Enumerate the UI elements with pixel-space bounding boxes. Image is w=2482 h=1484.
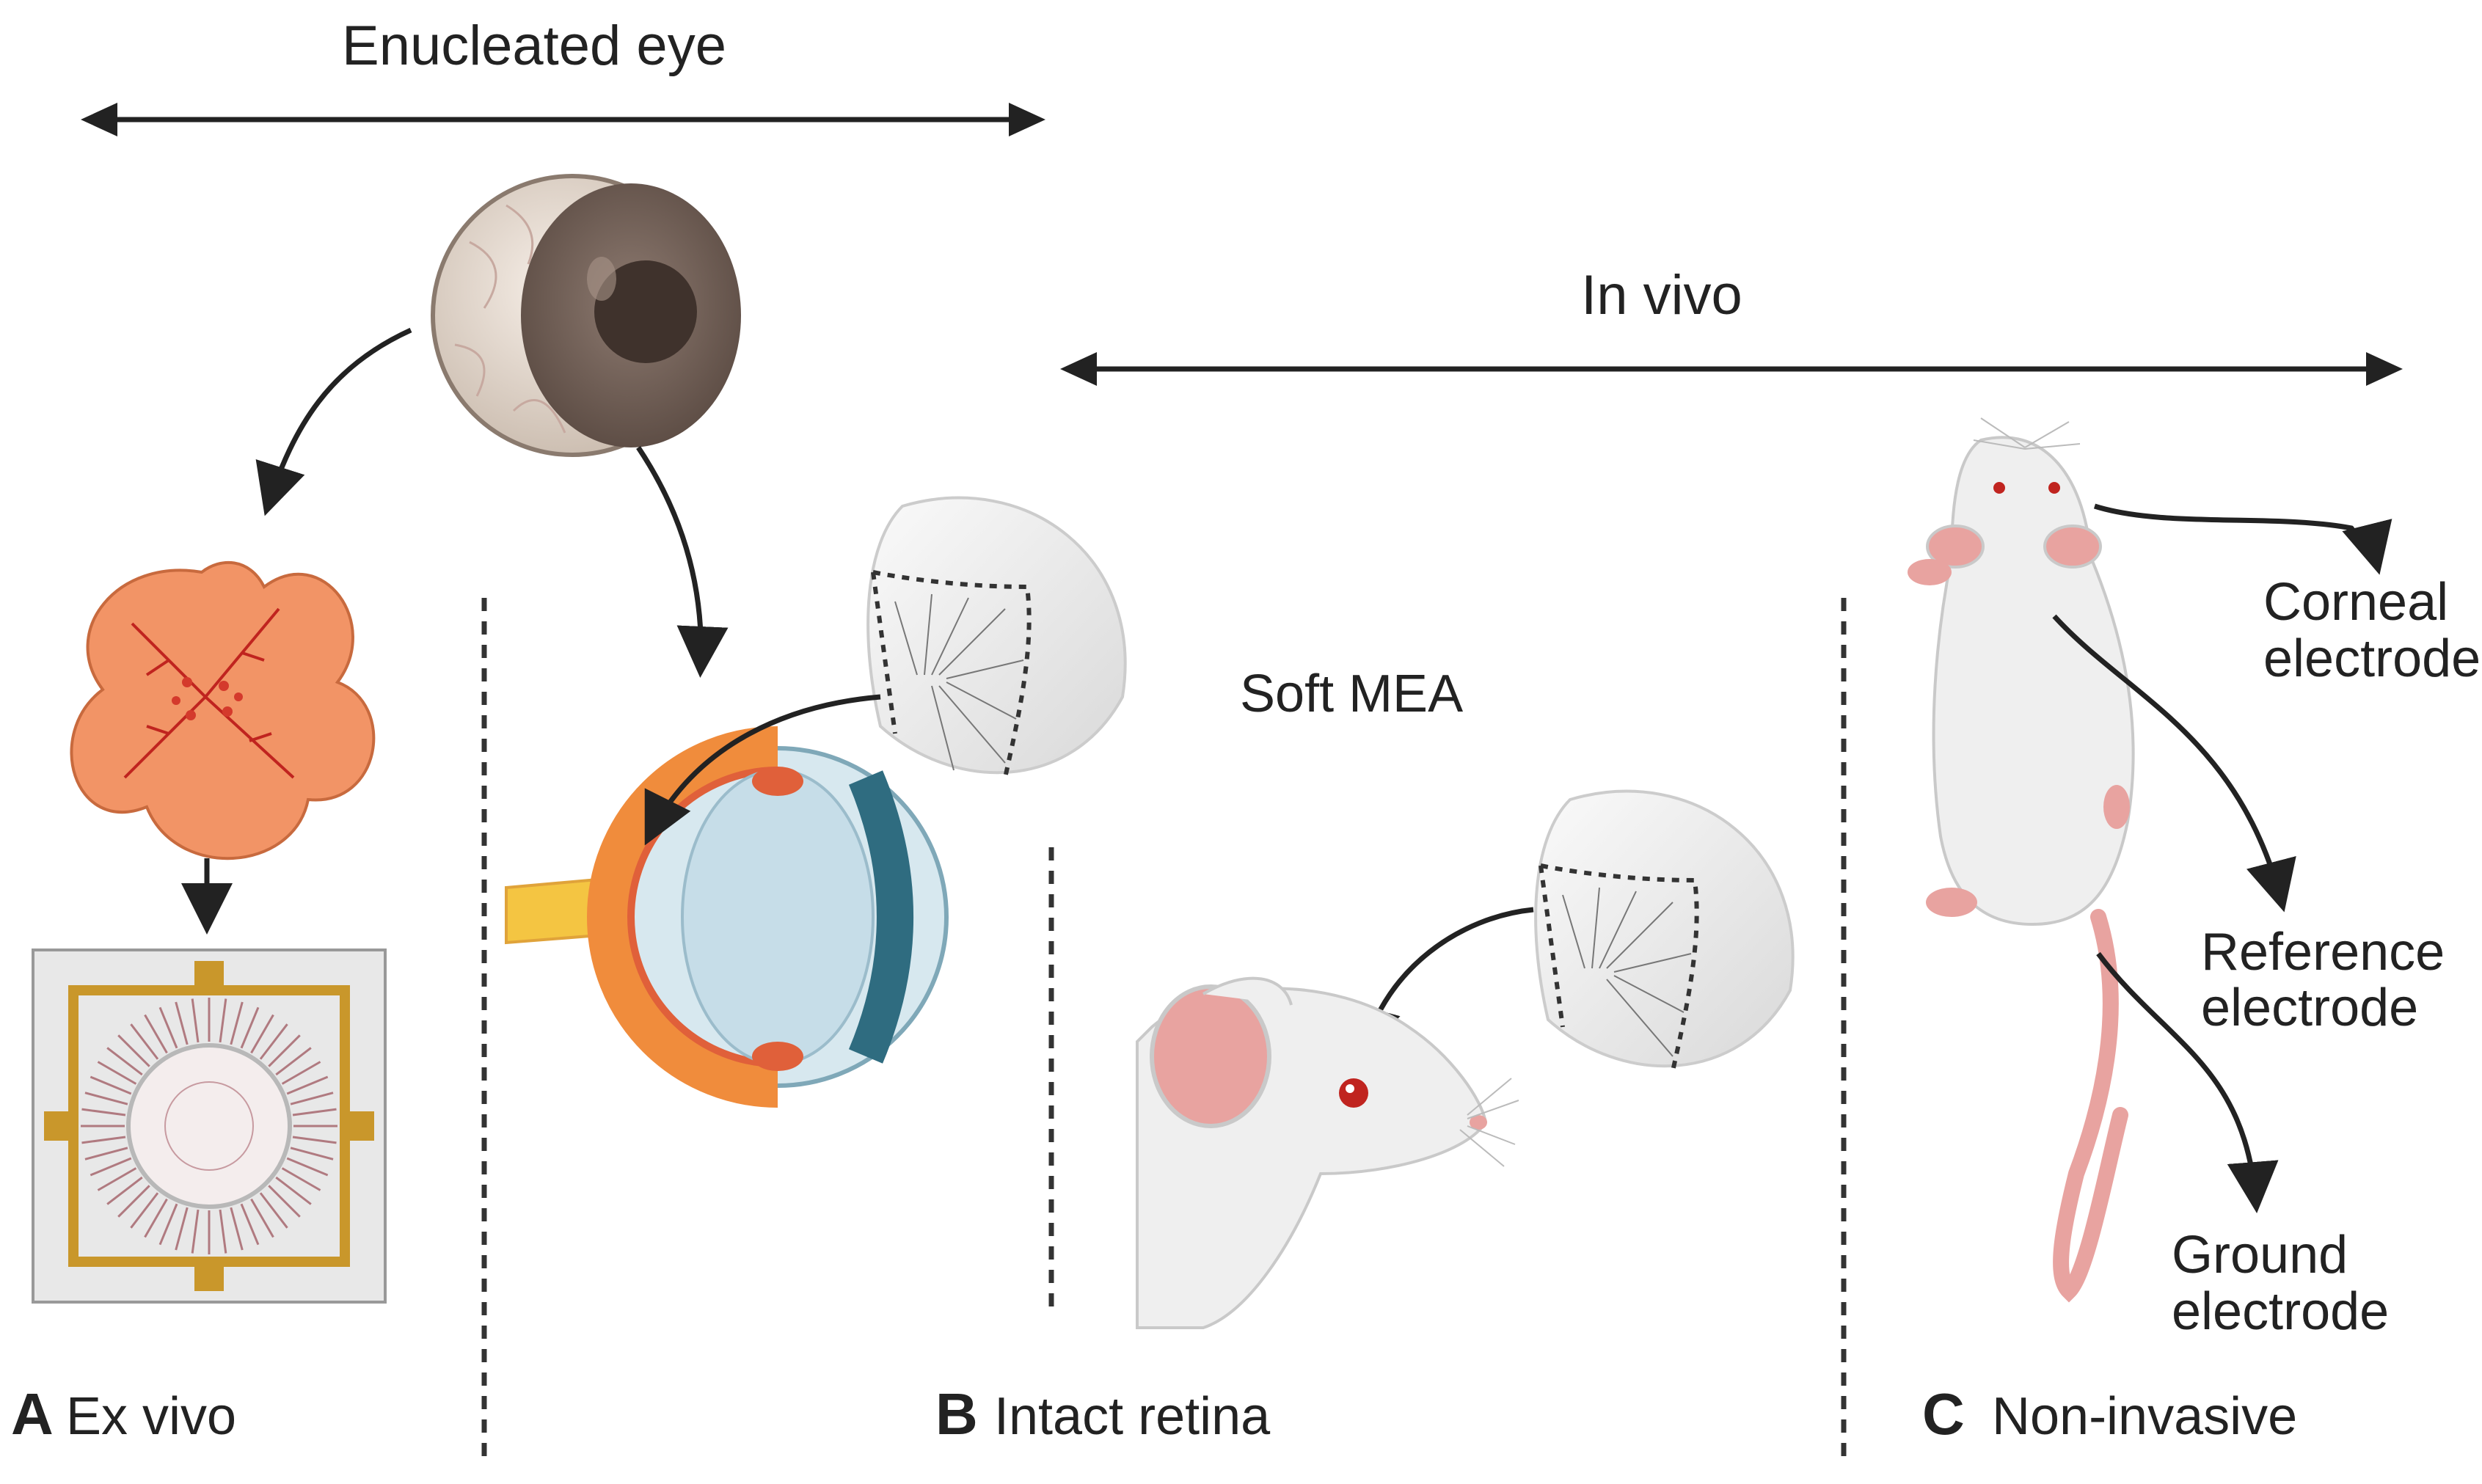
mea-trace bbox=[275, 1047, 312, 1076]
mea-trace bbox=[144, 1014, 168, 1054]
panel-a-letter: A bbox=[11, 1381, 54, 1447]
mea-trace bbox=[292, 1136, 337, 1144]
mea-trace bbox=[191, 998, 200, 1043]
mea-trace bbox=[81, 1108, 126, 1116]
mea-trace bbox=[290, 1092, 334, 1105]
mea-to-retina-arrow bbox=[644, 694, 881, 846]
panel-c-title: Non-invasive bbox=[1992, 1387, 2297, 1446]
mea-trace bbox=[259, 1192, 288, 1229]
mea-trace bbox=[81, 1136, 126, 1144]
mea-trace bbox=[259, 1023, 288, 1060]
reference-electrode-label-line1: Reference bbox=[2201, 923, 2445, 982]
enucleated-eye-range-arrow bbox=[81, 103, 1045, 136]
eye-to-section-arrow bbox=[636, 446, 729, 678]
corneal-electrode-label-line1: Corneal bbox=[2263, 573, 2448, 632]
mea-trace bbox=[281, 1167, 321, 1191]
mea-trace bbox=[90, 1075, 132, 1095]
mea-trace bbox=[250, 1198, 274, 1238]
panel-a-title: Ex vivo bbox=[66, 1387, 236, 1446]
panel-b-title: Intact retina bbox=[994, 1387, 1271, 1446]
mea-chip-icon bbox=[32, 948, 387, 1304]
enucleated-eye-label: Enucleated eye bbox=[342, 15, 726, 77]
mea-trace bbox=[230, 1207, 244, 1251]
mea-trace bbox=[130, 1192, 159, 1229]
reference-electrode-arrow bbox=[2052, 614, 2296, 913]
mea-trace bbox=[219, 998, 227, 1043]
mea-trace bbox=[175, 1207, 189, 1251]
mea-trace bbox=[106, 1176, 143, 1205]
mea-trace bbox=[84, 1092, 128, 1105]
ground-electrode-arrow bbox=[2096, 951, 2279, 1213]
mea-trace bbox=[84, 1147, 128, 1160]
mea-trace bbox=[292, 1108, 337, 1116]
mouse-body-icon bbox=[1908, 417, 2135, 1303]
ground-electrode-label-line1: Ground bbox=[2172, 1226, 2348, 1284]
mea-trace bbox=[286, 1157, 329, 1177]
eye-cross-section-icon bbox=[505, 726, 949, 1108]
mea-trace bbox=[281, 1061, 321, 1085]
enucleated-eyeball-icon bbox=[431, 174, 741, 457]
mea-trace bbox=[130, 1023, 159, 1060]
mea-trace bbox=[250, 1014, 274, 1054]
mea-trace bbox=[90, 1157, 132, 1177]
mea-trace bbox=[144, 1198, 168, 1238]
mouse-head-icon bbox=[1136, 976, 1519, 1329]
mea-trace bbox=[97, 1061, 137, 1085]
panel-c-letter: C bbox=[1922, 1381, 1965, 1447]
flatmount-retina-icon bbox=[70, 561, 376, 860]
mea-trace bbox=[158, 1006, 178, 1049]
mea-trace bbox=[117, 1034, 150, 1067]
in-vivo-label: In vivo bbox=[1581, 264, 1742, 326]
mea-trace bbox=[158, 1203, 178, 1246]
corneal-electrode-arrow bbox=[2093, 503, 2392, 575]
mea-trace bbox=[106, 1047, 143, 1076]
corneal-electrode-label-line2: electrode bbox=[2263, 629, 2481, 688]
mea-trace bbox=[240, 1006, 260, 1049]
mea-trace bbox=[175, 1001, 189, 1045]
eye-to-flatmount-arrow bbox=[255, 327, 412, 516]
mea-trace bbox=[268, 1185, 301, 1218]
reference-electrode-label-line2: electrode bbox=[2201, 979, 2418, 1037]
mea-trace bbox=[268, 1034, 301, 1067]
mea-trace bbox=[275, 1176, 312, 1205]
mea-trace bbox=[230, 1001, 244, 1045]
mea-trace bbox=[240, 1203, 260, 1246]
mea-trace bbox=[191, 1209, 200, 1254]
mea-trace bbox=[117, 1185, 150, 1218]
in-vivo-range-arrow bbox=[1060, 352, 2403, 386]
panel-b-letter: B bbox=[935, 1381, 978, 1447]
mea-trace bbox=[219, 1209, 227, 1254]
soft-mea-cap-icon bbox=[866, 496, 1127, 778]
mea-trace bbox=[97, 1167, 137, 1191]
ground-electrode-label-line2: electrode bbox=[2172, 1282, 2389, 1341]
soft-mea-cap-icon-2 bbox=[1534, 789, 1795, 1072]
mea-trace bbox=[290, 1147, 334, 1160]
mea-trace bbox=[286, 1075, 329, 1095]
soft-mea-label: Soft MEA bbox=[1240, 665, 1463, 723]
